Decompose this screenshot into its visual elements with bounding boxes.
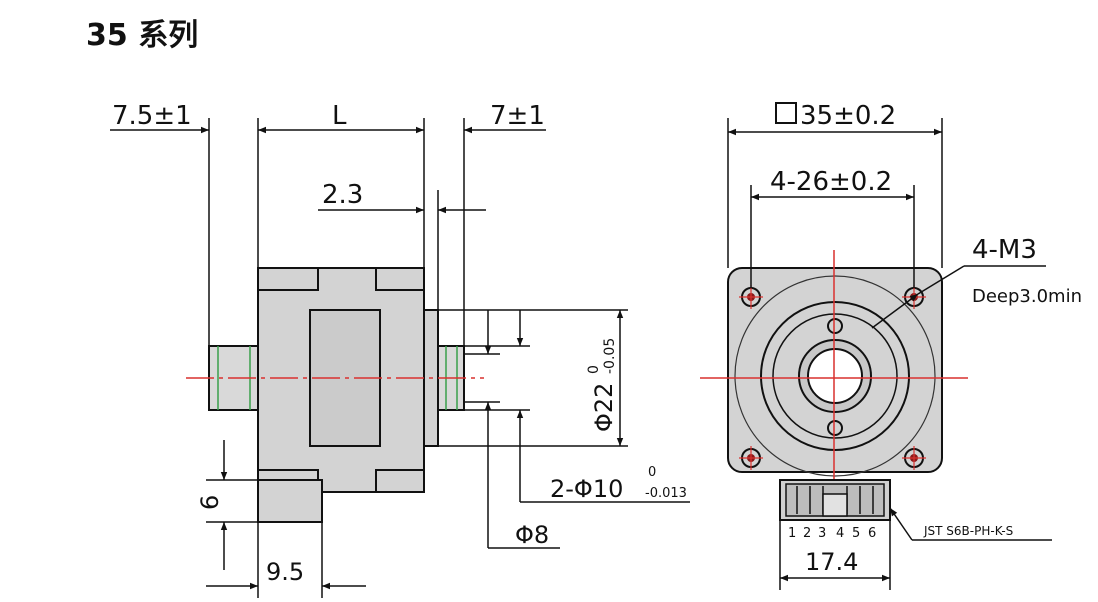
dim-connector-width-front: 17.4 (805, 548, 858, 576)
pin-2: 2 (803, 526, 811, 541)
pin-4: 4 (836, 526, 844, 541)
pin-6: 6 (868, 526, 876, 541)
connector-label: JST S6B-PH-K-S (923, 524, 1013, 538)
side-view: 7.5±1 L 7±1 2.3 Φ22 0 -0.05 2-Φ10 0 -0.0… (110, 101, 690, 598)
dim-boss-dia-tol-lower: -0.05 (602, 338, 618, 374)
dim-square: 35±0.2 (800, 101, 896, 131)
dim-shaft-dia-tol-lower: -0.013 (645, 486, 687, 501)
dim-shaft-dia: 2-Φ10 (550, 475, 623, 503)
dim-length: L (332, 101, 347, 131)
dim-boss-dia: Φ22 (590, 383, 618, 432)
dim-boss-dia-tol-upper: 0 (586, 365, 602, 374)
square-symbol (775, 102, 797, 124)
dim-connector-height: 6 (196, 495, 224, 510)
pin-1: 1 (788, 526, 796, 541)
pin-3: 3 (818, 526, 826, 541)
dim-thread: 4-M3 (972, 235, 1037, 265)
dim-boss: 2.3 (322, 180, 363, 210)
page-title: 35 系列 (86, 18, 199, 53)
dim-hole-spacing: 4-26±0.2 (770, 167, 892, 197)
dim-shaft-rear: 7±1 (490, 101, 545, 131)
jst-connector (779, 479, 891, 521)
dim-flat-dia: Φ8 (515, 521, 549, 549)
dim-shaft-front: 7.5±1 (112, 101, 192, 131)
side-connector (257, 479, 323, 523)
dim-shaft-dia-tol-upper: 0 (648, 465, 656, 480)
dim-connector-width-side: 9.5 (266, 558, 304, 586)
dim-thread-depth: Deep3.0min (972, 286, 1082, 307)
front-view: 1 2 3 4 5 6 35±0.2 4-26±0.2 4-M3 Deep3.0… (700, 101, 1082, 590)
pin-5: 5 (852, 526, 860, 541)
